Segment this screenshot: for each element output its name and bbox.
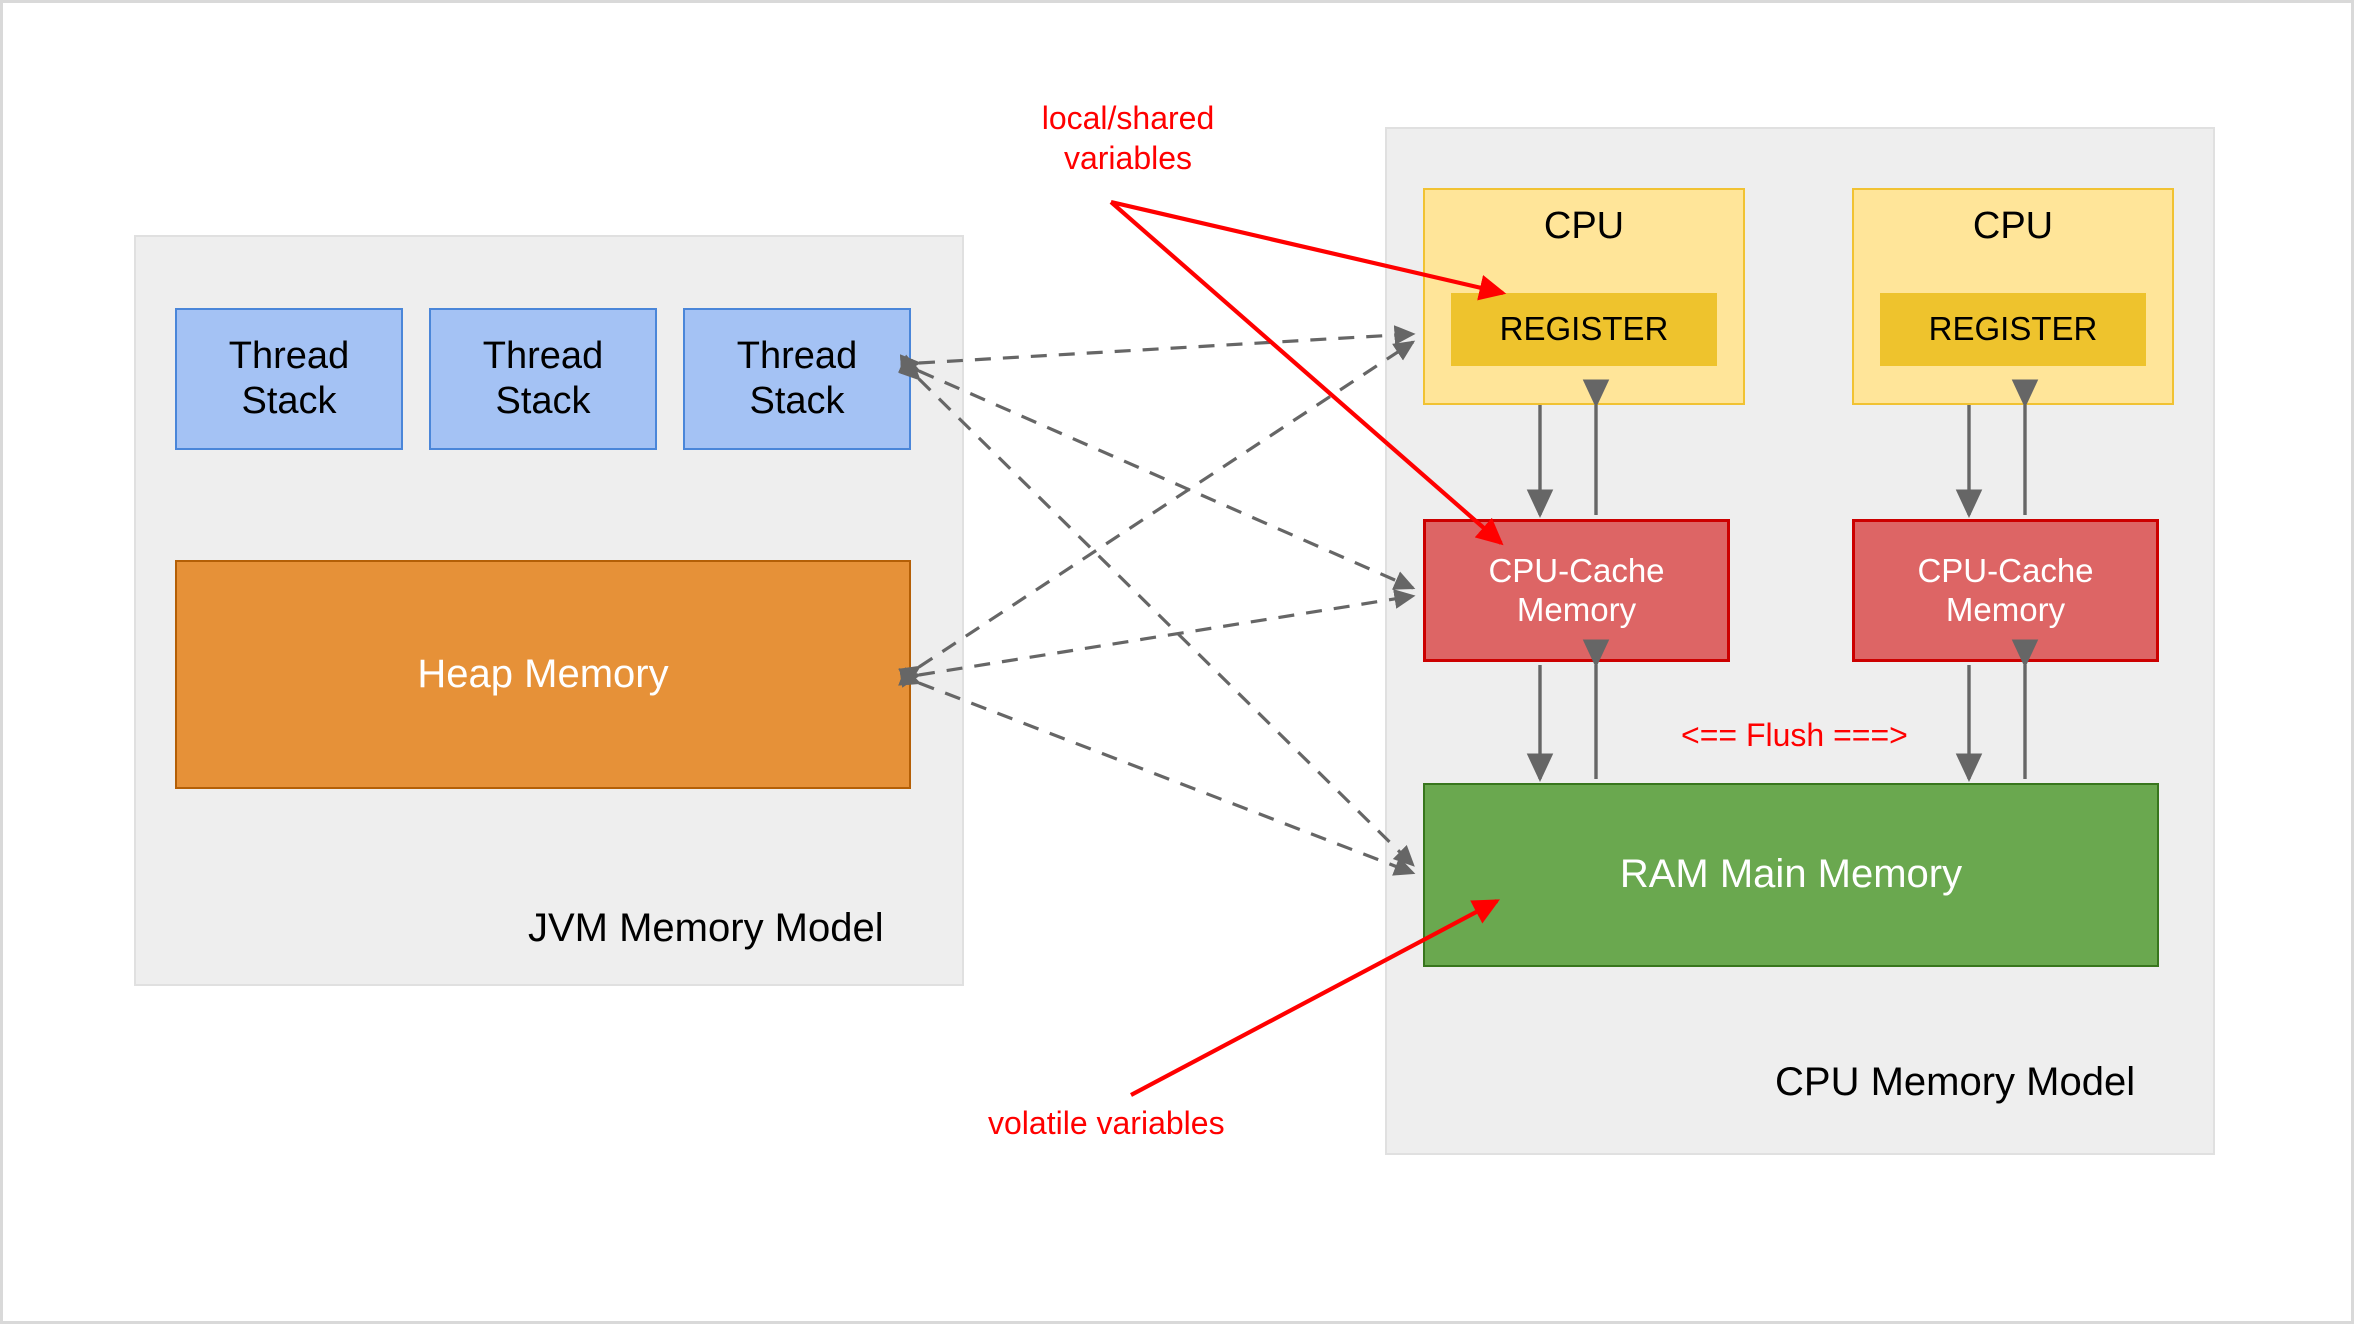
flush-label: <== Flush ===> bbox=[1681, 717, 1908, 753]
thread-stack-label-2: Thread Stack bbox=[483, 334, 603, 424]
cpu-cache-line2: Memory bbox=[1516, 590, 1637, 628]
ram-main-memory-box: RAM Main Memory bbox=[1423, 783, 2159, 967]
thread-stack-label-1: Thread Stack bbox=[229, 334, 349, 424]
local-shared-variables-annotation: local/shared variables bbox=[1041, 100, 1215, 176]
cpu-cache-box-1: CPU-Cache Memory bbox=[1423, 519, 1730, 662]
volatile-variables-annotation: volatile variables bbox=[988, 1105, 1225, 1141]
cpu-cache-label-1: CPU-Cache Memory bbox=[1488, 552, 1664, 630]
cpu-cache-line2: Memory bbox=[1945, 590, 2066, 628]
thread-stack-line2: Stack bbox=[241, 380, 337, 422]
jvm-panel-title: JVM Memory Model bbox=[528, 906, 884, 950]
cpu-label-1: CPU bbox=[1543, 205, 1625, 247]
thread-stack-line1: Thread bbox=[736, 335, 858, 378]
thread-stack-box-2: Thread Stack bbox=[429, 308, 657, 450]
cpu-cache-line1: CPU-Cache bbox=[1917, 551, 2094, 589]
thread-stack-box-3: Thread Stack bbox=[683, 308, 911, 450]
cpu-cache-box-2: CPU-Cache Memory bbox=[1852, 519, 2159, 662]
heap-memory-box: Heap Memory bbox=[175, 560, 911, 789]
cpu-cache-label-2: CPU-Cache Memory bbox=[1917, 552, 2093, 630]
register-box-2: REGISTER bbox=[1880, 293, 2146, 366]
cpu-label-2: CPU bbox=[1972, 205, 2054, 247]
thread-stack-line2: Stack bbox=[749, 380, 845, 422]
register-label-2: REGISTER bbox=[1928, 310, 2098, 348]
thread-stack-label-3: Thread Stack bbox=[737, 334, 857, 424]
thread-stack-line1: Thread bbox=[228, 335, 350, 378]
thread-stack-line2: Stack bbox=[495, 380, 591, 422]
register-label-1: REGISTER bbox=[1499, 310, 1669, 348]
ram-main-memory-label: RAM Main Memory bbox=[1619, 852, 1963, 897]
register-box-1: REGISTER bbox=[1451, 293, 1717, 366]
heap-memory-label: Heap Memory bbox=[417, 651, 669, 696]
thread-stack-line1: Thread bbox=[482, 335, 604, 378]
cpu-panel-title: CPU Memory Model bbox=[1775, 1060, 2136, 1104]
thread-stack-box-1: Thread Stack bbox=[175, 308, 403, 450]
cpu-cache-line1: CPU-Cache bbox=[1488, 551, 1665, 589]
